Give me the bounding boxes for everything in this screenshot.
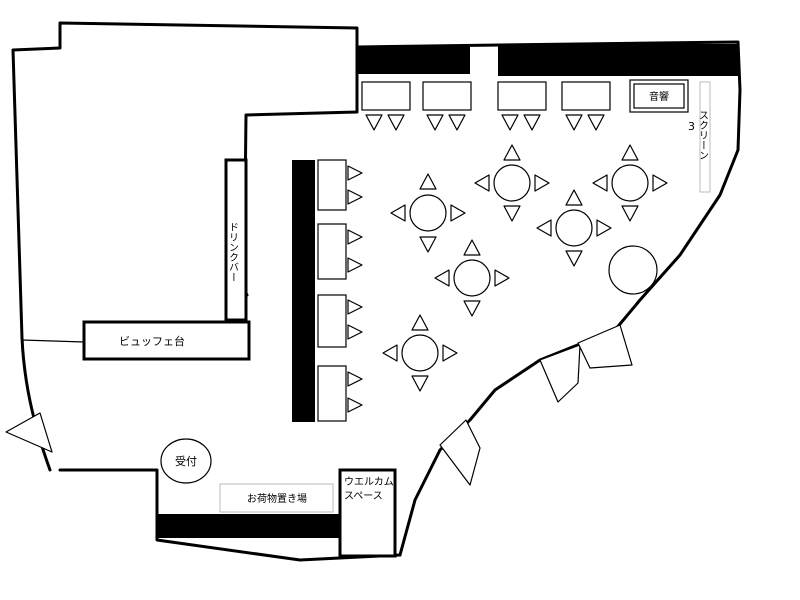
chair (347, 371, 363, 387)
wall-bottom (58, 468, 402, 562)
welcome-space-label-1: ウエルカム (344, 476, 394, 488)
table-top-2 (422, 81, 472, 111)
chair (347, 229, 363, 245)
chair (347, 189, 363, 205)
screen-label: スクリーン (697, 110, 708, 160)
door-right-2 (577, 324, 633, 369)
sound-booth: 音響 (629, 79, 689, 113)
table-top-4 (561, 81, 611, 111)
chair (347, 397, 363, 413)
welcome-space-label-2: スペース (344, 491, 383, 502)
luggage-area: お荷物置き場 (219, 483, 334, 513)
round-table (434, 239, 510, 317)
round-table (390, 173, 466, 253)
chair (365, 114, 383, 131)
counter-top-right (498, 44, 738, 76)
round-table (592, 144, 668, 222)
round-tables (382, 144, 668, 392)
wall-left-curve (20, 336, 52, 472)
chair (387, 114, 405, 131)
round-table (382, 314, 458, 392)
door-left (5, 412, 53, 453)
counter-top-left (358, 46, 470, 74)
welcome-space: ウエルカム スペース (338, 468, 397, 558)
bottom-counter (158, 514, 340, 538)
chair (565, 114, 583, 131)
sound-label: 音響 (649, 90, 669, 103)
drink-bar: ドリンクバー (224, 158, 248, 322)
chair (347, 299, 363, 315)
drink-bar-label: ドリンクバー (227, 222, 239, 282)
chair (426, 114, 444, 131)
screen-number: 3 (688, 120, 695, 133)
doors (5, 324, 633, 486)
wall-divider (21, 339, 85, 343)
chair (448, 114, 466, 131)
chair (347, 257, 363, 273)
chair (347, 165, 363, 181)
reception: 受付 (160, 438, 212, 484)
reception-label: 受付 (175, 455, 197, 468)
door-right-1 (539, 344, 581, 403)
round-table (536, 189, 612, 267)
chair (523, 114, 541, 131)
luggage-area-label: お荷物置き場 (247, 492, 307, 505)
chair (587, 114, 605, 131)
round-table (474, 144, 550, 222)
central-counter (292, 160, 315, 422)
chair (347, 324, 363, 340)
screen: スクリーン 3 (688, 81, 711, 193)
table-top-1 (361, 81, 411, 111)
buffet-table: ビュッフェ台 (82, 320, 251, 361)
chair (501, 114, 519, 131)
buffet-table-label: ビュッフェ台 (119, 334, 185, 348)
side-tables (317, 159, 363, 422)
door-right-3 (439, 419, 481, 486)
top-tables (361, 81, 611, 131)
table-top-3 (497, 81, 547, 111)
round-table-empty (608, 245, 658, 295)
